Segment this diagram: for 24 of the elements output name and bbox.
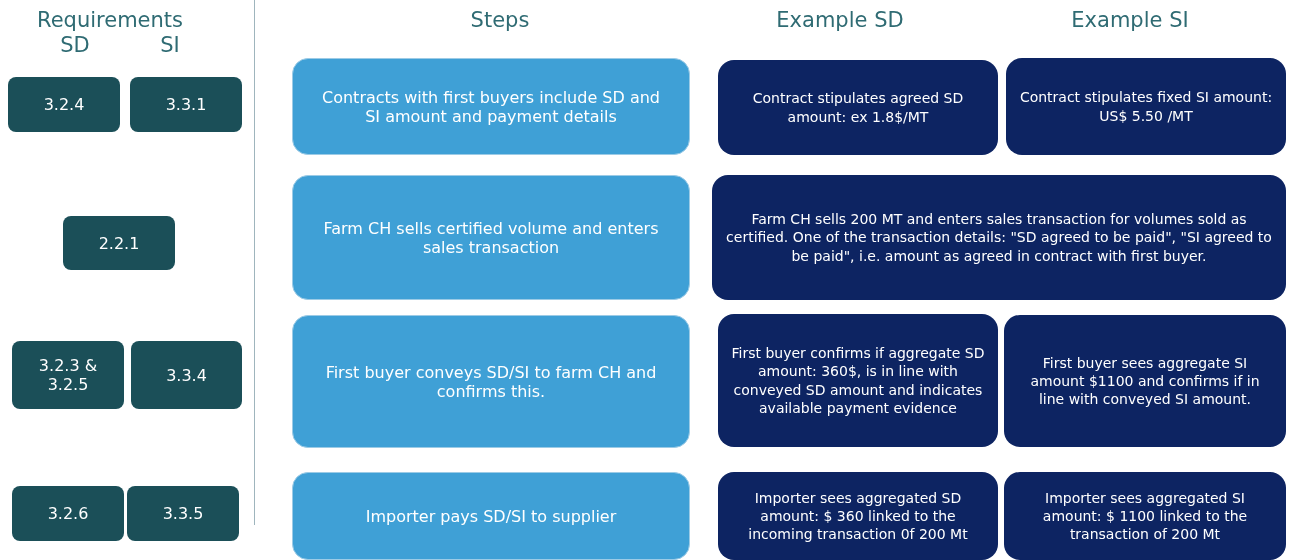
column-subheading: SD xyxy=(59,33,91,57)
requirement-box: 3.3.1 xyxy=(130,77,242,132)
example-box: Farm CH sells 200 MT and enters sales transaction for volumes sold as certified. One of the transaction details: "SD agreed to be paid", "SI agreed to be paid", i.e. amount as agreed in contract with first buyer. xyxy=(712,175,1286,300)
step-box: Contracts with first buyers include SD and SI amount and payment details xyxy=(292,58,690,155)
step-box: First buyer conveys SD/SI to farm CH and confirms this. xyxy=(292,315,690,448)
column-heading: Example SD xyxy=(775,8,905,32)
column-heading: Requirements xyxy=(36,8,184,32)
requirement-box: 2.2.1 xyxy=(63,216,175,270)
example-box: First buyer confirms if aggregate SD amount: 360$, is in line with conveyed SD amount and indicates available payment evidence xyxy=(718,314,998,447)
requirement-box: 3.2.4 xyxy=(8,77,120,132)
step-box: Farm CH sells certified volume and enters sales transaction xyxy=(292,175,690,300)
example-box: First buyer sees aggregate SI amount $1100 and confirms if in line with conveyed SI amount. xyxy=(1004,315,1286,447)
column-heading: Steps xyxy=(469,8,531,32)
requirement-box: 3.3.5 xyxy=(127,486,239,541)
example-box: Importer sees aggregated SD amount: $ 360 linked to the incoming transaction 0f 200 Mt xyxy=(718,472,998,560)
requirement-box: 3.2.6 xyxy=(12,486,124,541)
example-box: Contract stipulates agreed SD amount: ex 1.8$/MT xyxy=(718,60,998,155)
column-heading: Example SI xyxy=(1070,8,1190,32)
step-box: Importer pays SD/SI to supplier xyxy=(292,472,690,560)
example-box: Contract stipulates fixed SI amount: US$ 5.50 /MT xyxy=(1006,58,1286,155)
requirement-box: 3.3.4 xyxy=(131,341,242,409)
column-subheading: SI xyxy=(159,33,181,57)
example-box: Importer sees aggregated SI amount: $ 1100 linked to the transaction of 200 Mt xyxy=(1004,472,1286,560)
requirement-box: 3.2.3 & 3.2.5 xyxy=(12,341,124,409)
